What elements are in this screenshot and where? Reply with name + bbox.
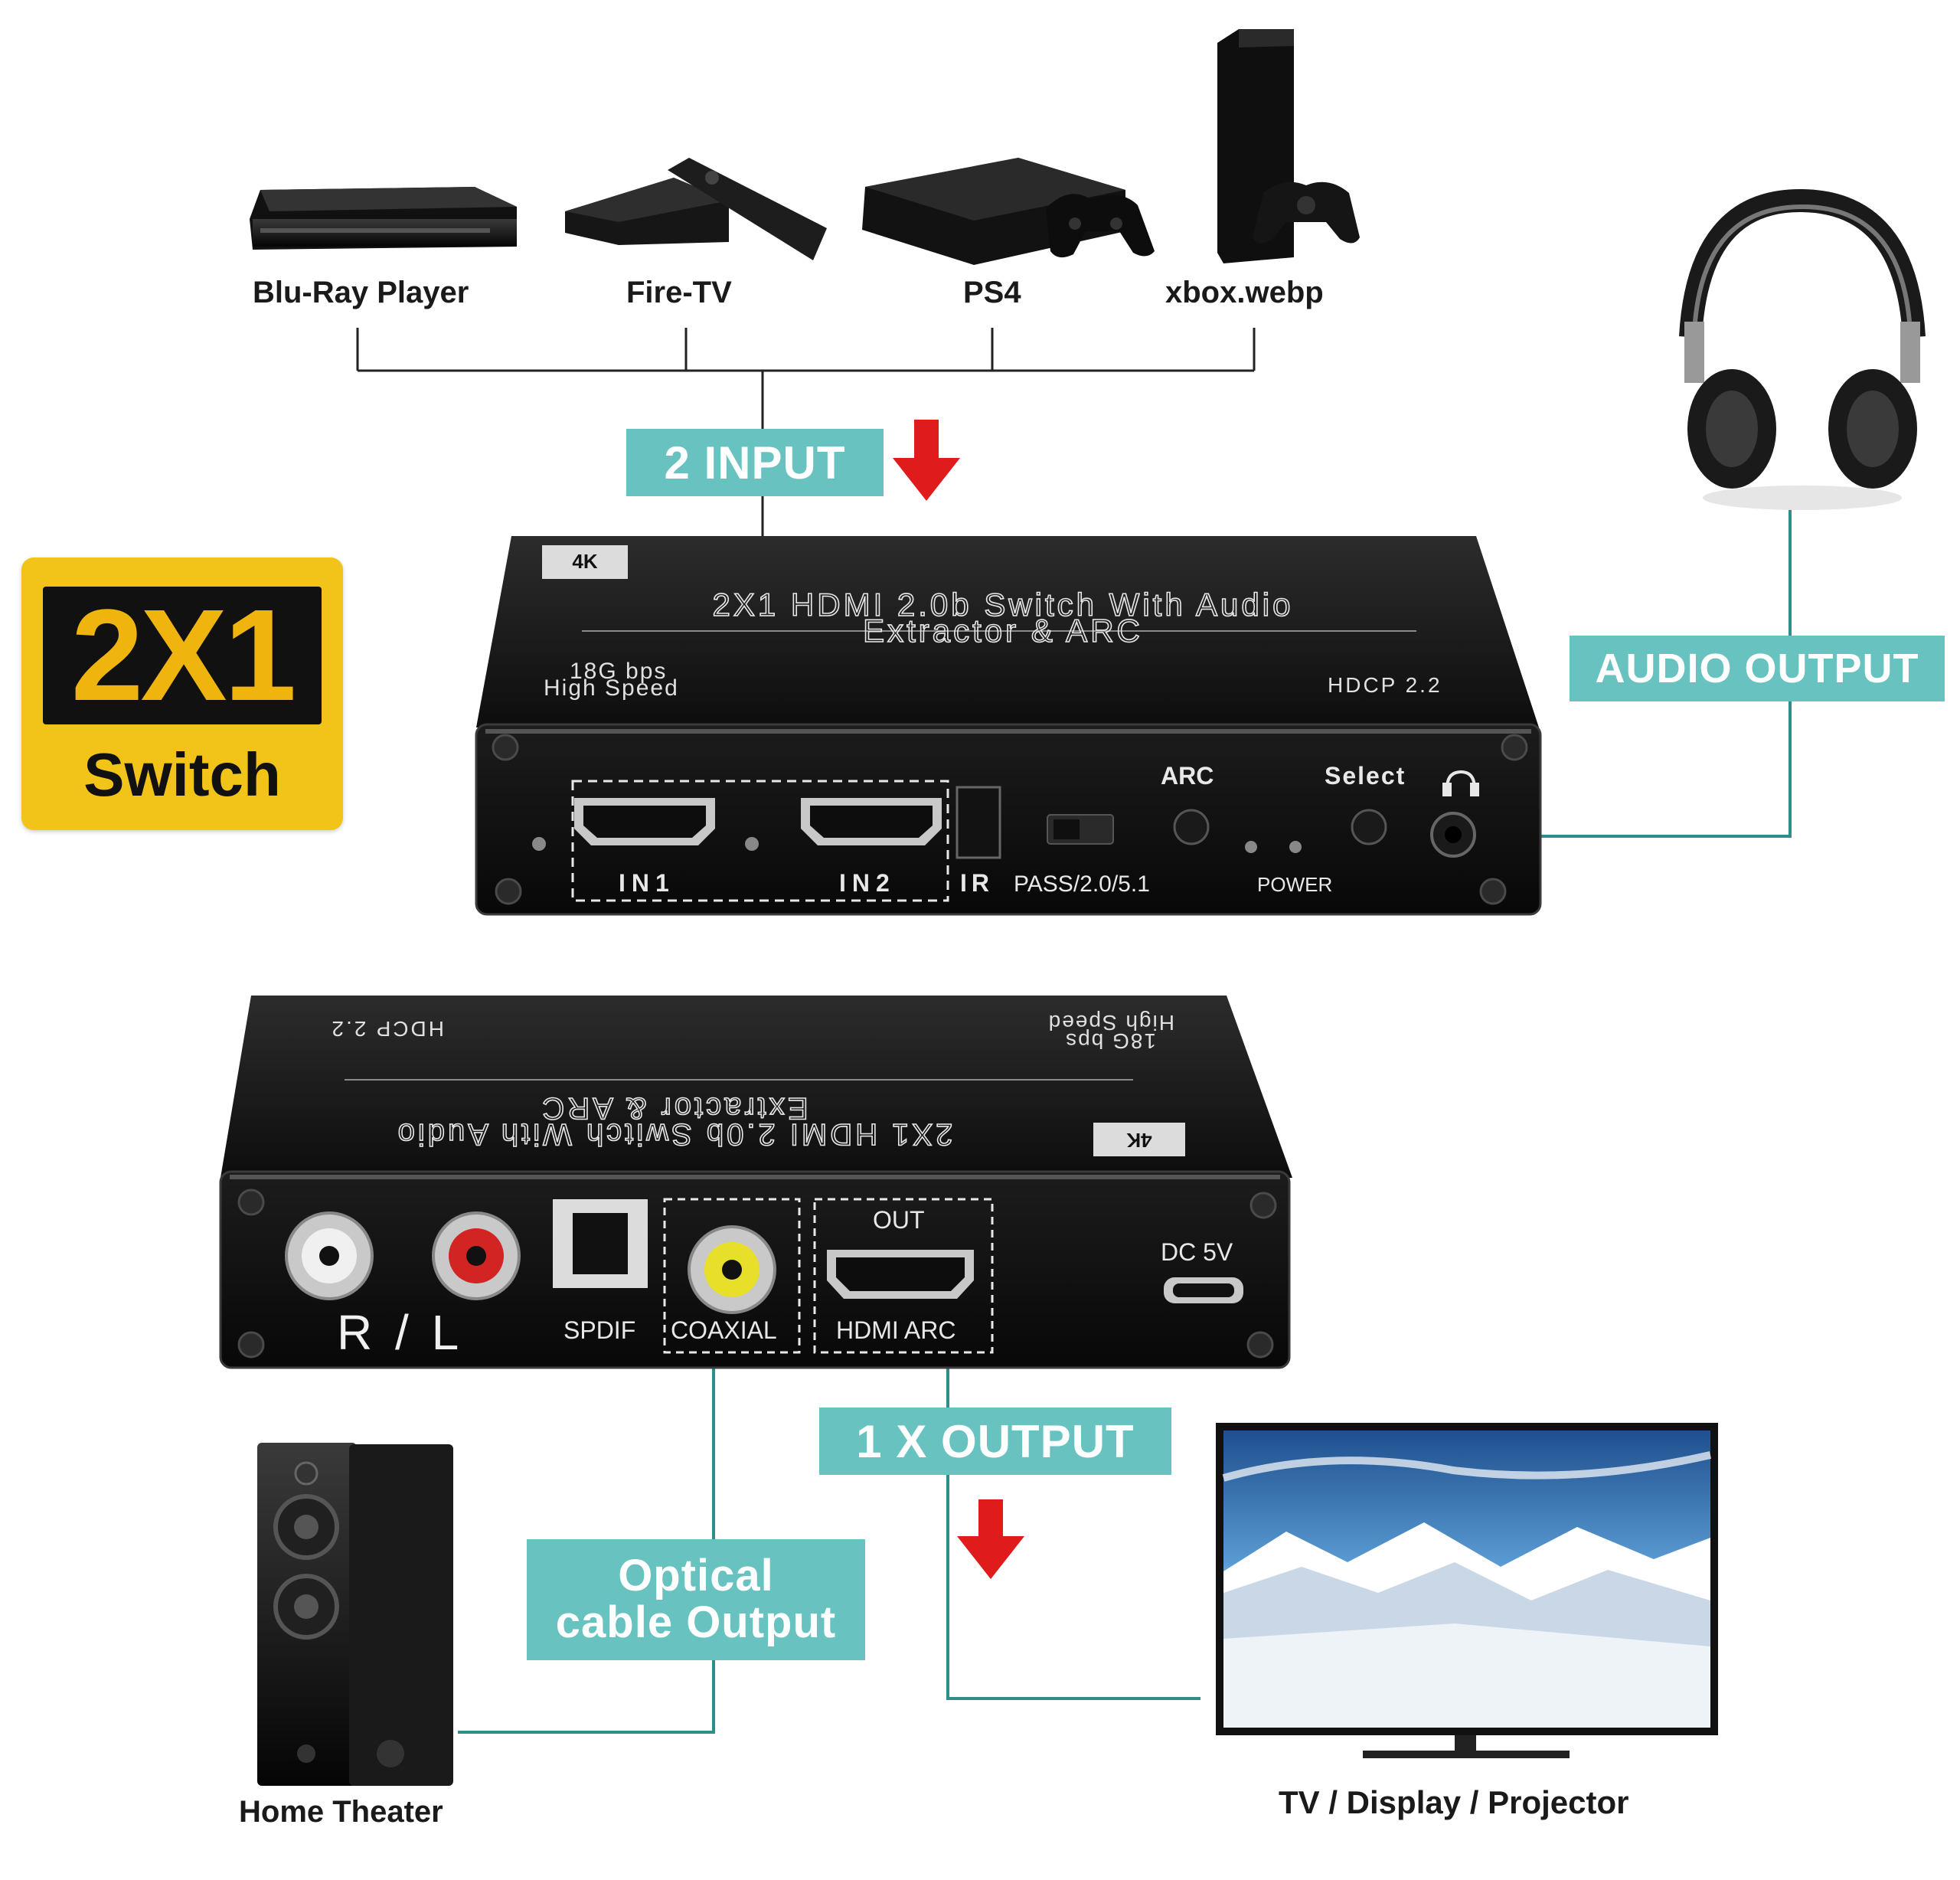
tv-label: TV / Display / Projector	[1279, 1784, 1629, 1820]
led-indicator	[745, 837, 759, 851]
input-callout: 2 INPUT	[626, 429, 884, 496]
hdmi-in1-port	[574, 798, 715, 845]
output-callout: 1 X OUTPUT	[819, 1408, 1171, 1475]
firetv-label: Fire-TV	[626, 276, 732, 309]
led-indicator	[532, 837, 546, 851]
headphone-icon	[1442, 770, 1479, 796]
arrow-down-icon	[957, 1499, 1024, 1579]
dc-power-port	[1164, 1277, 1243, 1303]
badge-small-text: Switch	[83, 741, 281, 809]
screw	[237, 1188, 1277, 1359]
hdmi-in2-port	[801, 798, 942, 845]
power-led	[1245, 841, 1257, 853]
switch-front-view: 4K	[475, 536, 1542, 916]
home-theater-label: Home Theater	[239, 1795, 443, 1829]
4k-logo: 4K	[542, 545, 628, 579]
xbox-icon	[1217, 29, 1360, 263]
pass-mode-switch	[1047, 814, 1114, 845]
arrow-down-icon	[893, 420, 960, 501]
bluray-label: Blu-Ray Player	[253, 276, 469, 309]
power-led	[1289, 841, 1302, 853]
coaxial-outline	[663, 1198, 801, 1354]
switch-badge: 2X1 Switch	[21, 557, 343, 830]
badge-big-text: 2X1	[70, 583, 296, 728]
4k-logo: 4K	[1093, 1123, 1185, 1156]
optical-line2: cable Output	[555, 1597, 837, 1647]
arc-button	[1173, 809, 1210, 845]
svg-text:4K: 4K	[1126, 1129, 1152, 1152]
speaker-tower-icon	[257, 1443, 453, 1786]
tv-icon	[1216, 1423, 1718, 1758]
ir-sensor-window	[956, 786, 1001, 859]
optical-line1: Optical	[618, 1551, 774, 1601]
switch-rear-view: 4K	[219, 996, 1292, 1369]
headphones-icon	[1679, 188, 1926, 510]
bluray-player-icon	[250, 187, 517, 250]
ps4-label: PS4	[963, 276, 1021, 309]
optical-output-callout: Optical cable Output	[527, 1539, 865, 1660]
hdmi-input-group-outline	[571, 780, 949, 902]
ps4-icon	[862, 158, 1155, 265]
screw	[492, 734, 1528, 905]
spdif-optical-port	[553, 1199, 648, 1288]
select-button	[1351, 809, 1387, 845]
rca-white-jack	[285, 1211, 374, 1300]
audio-output-callout: AUDIO OUTPUT	[1570, 636, 1945, 701]
rca-red-jack	[432, 1211, 521, 1300]
xbox-label: xbox.webp	[1165, 276, 1324, 309]
rca-coaxial-yellow-jack	[688, 1225, 776, 1314]
hdmi-out-port	[827, 1250, 974, 1299]
hdmi-out-outline	[813, 1198, 994, 1354]
svg-text:4K: 4K	[572, 550, 597, 573]
badge-panel: 2X1	[43, 587, 322, 724]
fire-tv-icon	[565, 158, 827, 260]
